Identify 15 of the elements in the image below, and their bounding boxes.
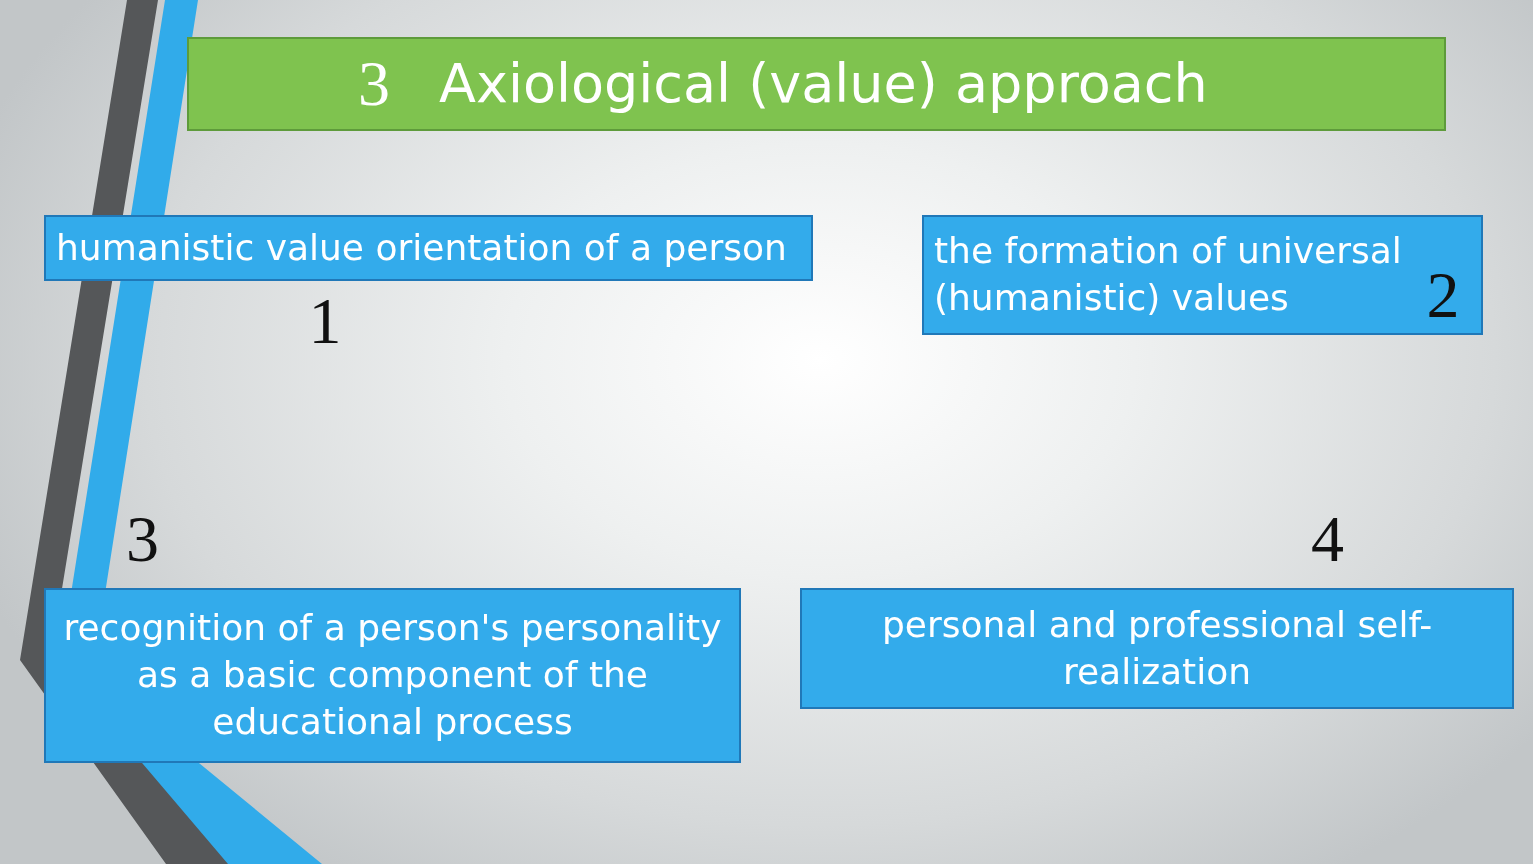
box-text: personal and professional self-realization xyxy=(880,602,1434,694)
box-text: recognition of a person's personality as a basic component of the educational process xyxy=(62,606,723,744)
title-banner xyxy=(187,37,1446,131)
item-number: 2 xyxy=(1426,262,1460,328)
text-box xyxy=(44,588,741,763)
text-box xyxy=(800,588,1514,709)
text-box xyxy=(44,215,813,281)
text-box xyxy=(922,215,1483,335)
item-number: 4 xyxy=(1311,506,1344,572)
banner-title: Axiological (value) approach xyxy=(439,50,1208,117)
box-text: the formation of universal (humanistic) values xyxy=(934,229,1403,320)
item-number: 1 xyxy=(308,288,342,354)
item-number: 3 xyxy=(126,506,159,572)
section-number: 3 xyxy=(358,52,390,116)
box-text: humanistic value orientation of a person xyxy=(56,225,787,270)
